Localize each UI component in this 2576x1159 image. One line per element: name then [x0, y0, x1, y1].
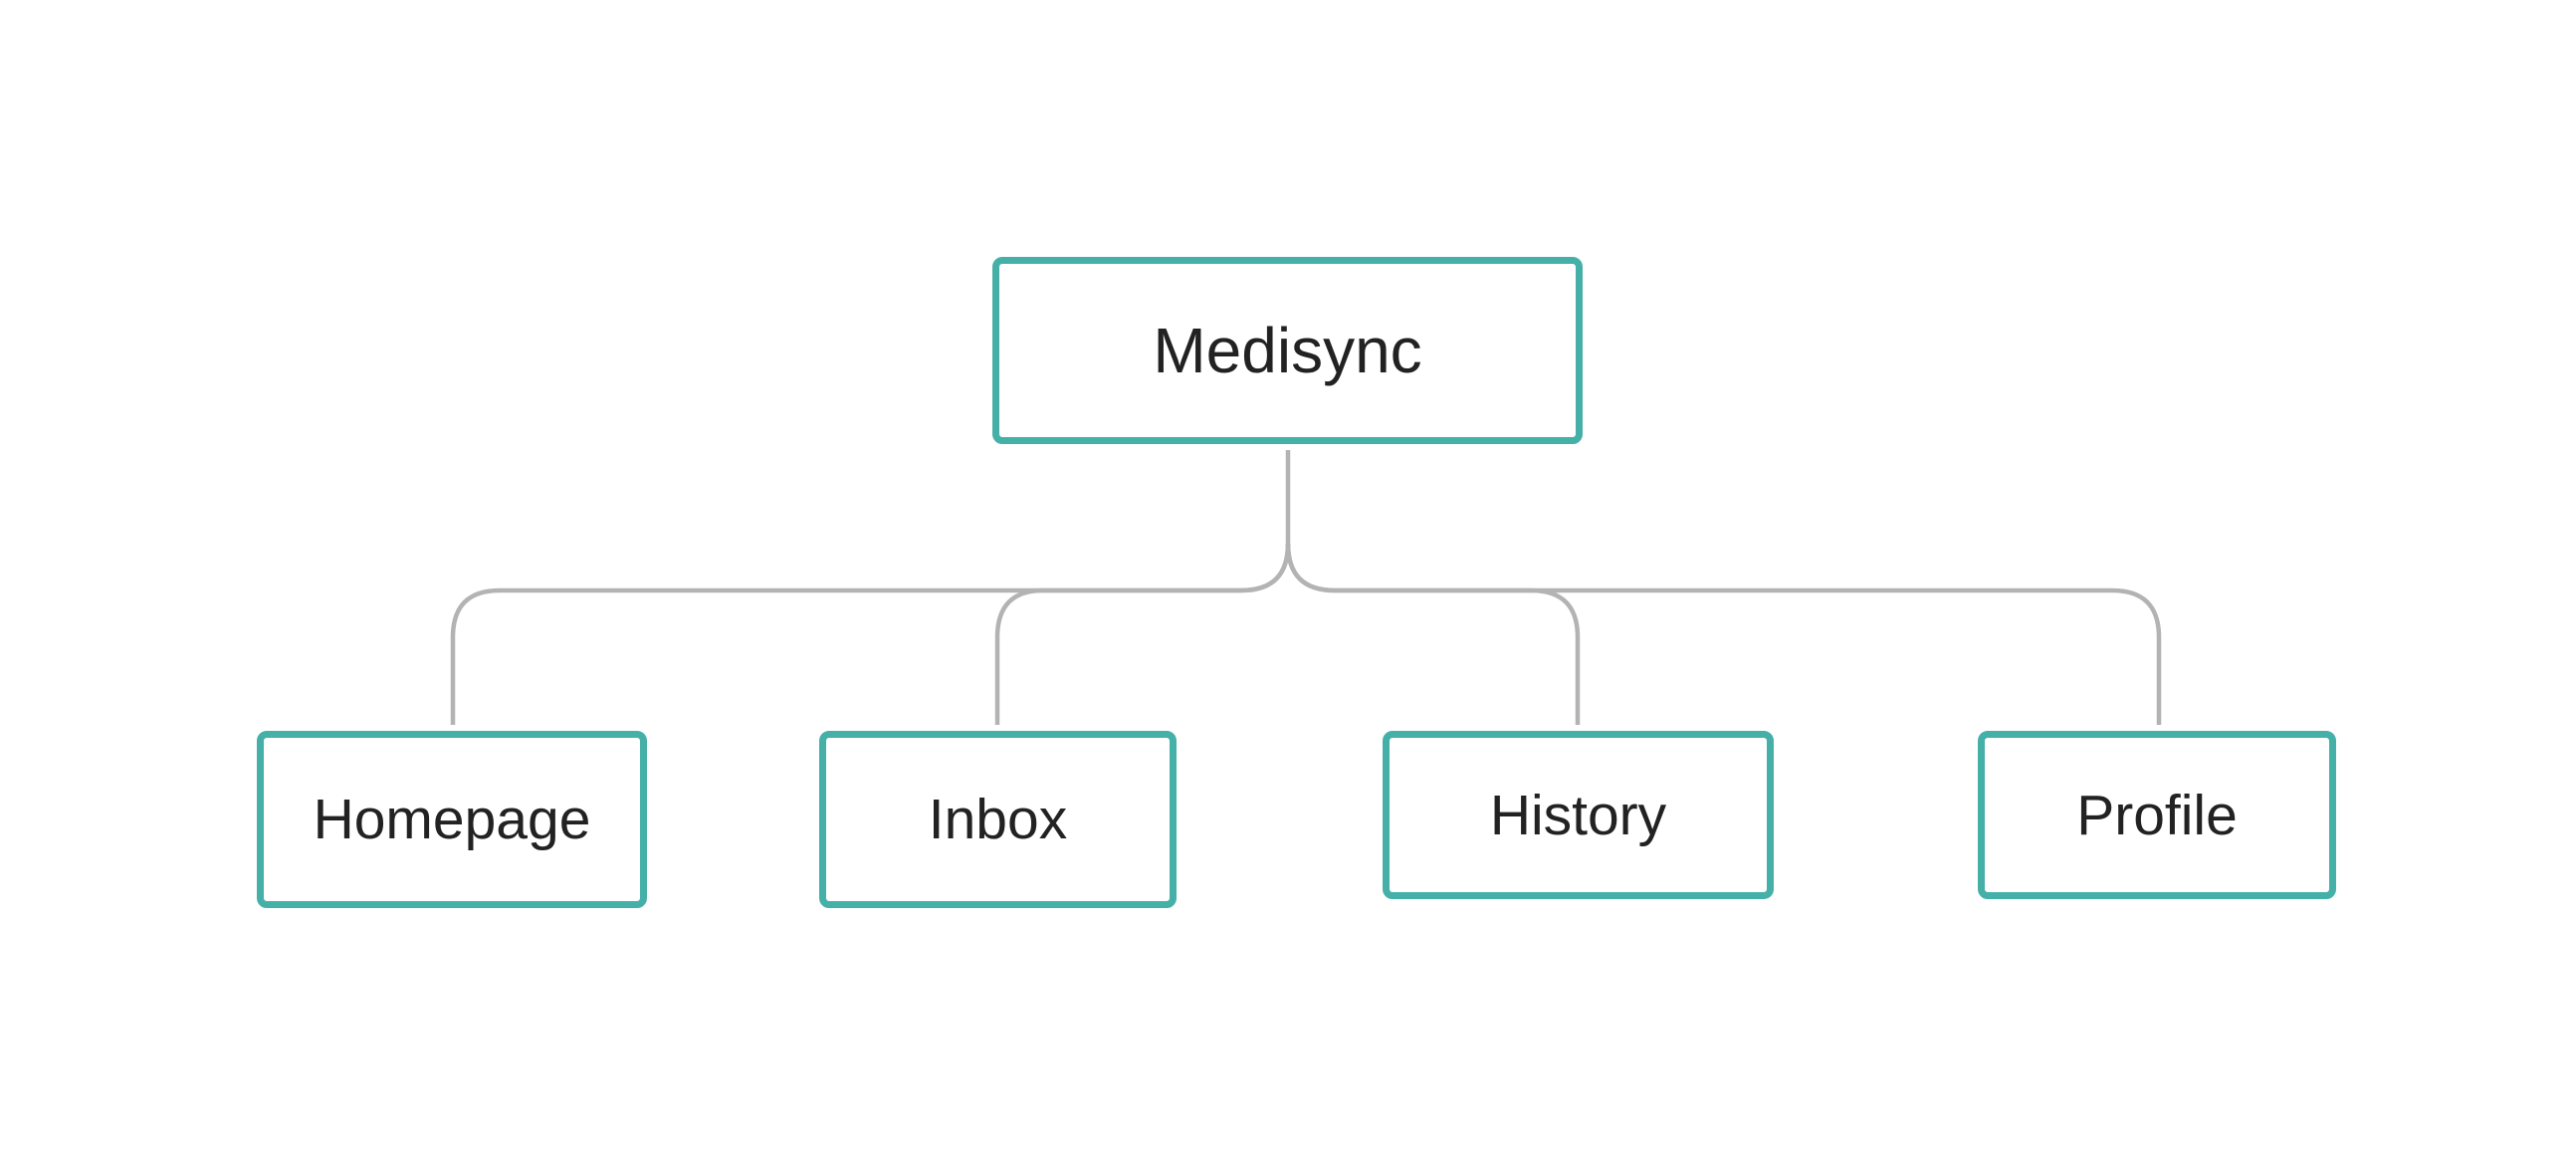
node-label-homepage: Homepage: [313, 788, 591, 851]
connector-to-history: [1285, 543, 1581, 725]
node-homepage: Homepage: [257, 731, 647, 908]
node-label-profile: Profile: [2076, 783, 2238, 847]
node-label-inbox: Inbox: [928, 788, 1068, 851]
connector-to-homepage: [450, 543, 1291, 725]
node-inbox: Inbox: [819, 731, 1177, 908]
node-history: History: [1383, 731, 1774, 899]
node-label-medisync: Medisync: [1153, 315, 1422, 386]
connector-to-profile: [1285, 543, 2162, 725]
node-label-history: History: [1489, 783, 1667, 847]
connector-to-inbox: [994, 543, 1291, 725]
node-profile: Profile: [1978, 731, 2336, 899]
node-medisync: Medisync: [992, 257, 1583, 444]
